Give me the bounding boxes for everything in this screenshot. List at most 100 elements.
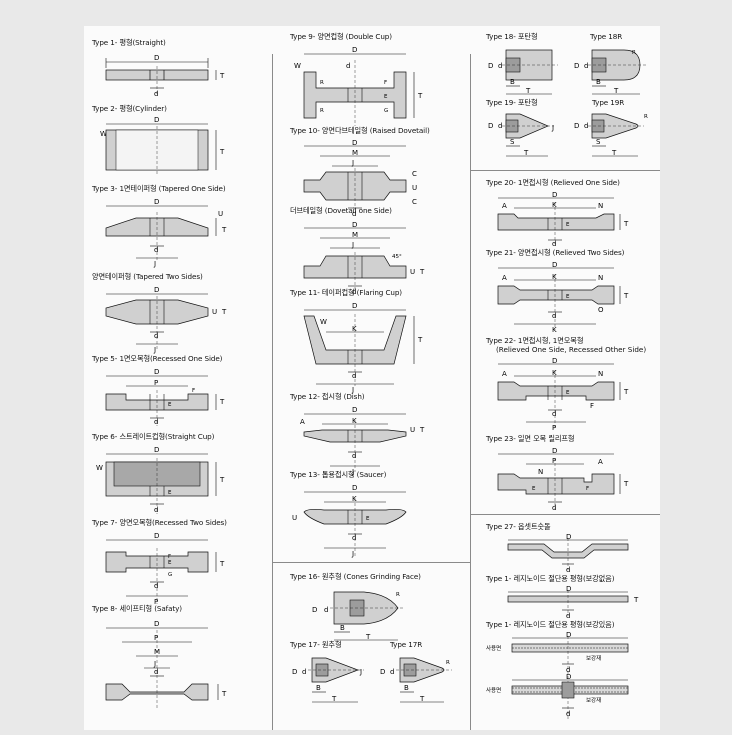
dim-label-T: T	[623, 388, 629, 396]
dim-label-W: W	[96, 464, 103, 472]
dim-label-A: A	[300, 418, 305, 426]
caption-type-7: Type 7- 양면오목형(Recessed Two Sides)	[92, 518, 227, 527]
drawing-type-13: D K U R E d J	[292, 484, 407, 558]
diagram-tapered-two-sides: 양면테이퍼형 (Tapered Two Sides) D d J U T	[92, 272, 270, 358]
dim-label-D: D	[154, 198, 159, 206]
dim-label-S: S	[510, 138, 515, 146]
diagram-type-11: Type 11- 테이퍼컵형 (Flaring Cup) D W K d J T	[290, 288, 468, 394]
dim-label-E: E	[168, 490, 172, 496]
drawing-type-22: D A K N E F T d P	[497, 357, 629, 432]
dim-label-N: N	[598, 370, 603, 378]
note-reinforce-1: 보강재	[586, 654, 601, 662]
caption-type-1-cutoff-reinforced: Type 1- 레지노이드 절단용 평형(보강있음)	[486, 620, 615, 629]
dim-label-S: S	[596, 138, 601, 146]
dim-label-R: R	[396, 592, 400, 598]
caption-type-19: Type 19- 포탄형	[486, 98, 538, 107]
dim-label-A: A	[598, 458, 603, 466]
dim-label-T: T	[623, 292, 629, 300]
dim-label-K: K	[352, 495, 357, 503]
dim-label-D: D	[154, 368, 159, 376]
dim-label-d: d	[154, 332, 158, 340]
dim-label-R: R	[632, 50, 636, 56]
drawing-type-27: D d	[507, 533, 629, 574]
dim-label-E: E	[566, 222, 570, 228]
caption-type-21: Type 21- 양면접시형 (Relieved Two Sides)	[486, 248, 625, 257]
dim-label-d: d	[154, 582, 158, 590]
dim-label-N: N	[598, 274, 603, 282]
drawing-type-6: D W E d T	[96, 446, 225, 514]
dim-label-D: D	[552, 447, 557, 455]
dim-label-U: U	[218, 210, 223, 218]
caption-type-11: Type 11- 테이퍼컵형 (Flaring Cup)	[290, 288, 402, 297]
drawing-type-5: D P E F d T	[105, 368, 225, 426]
dim-label-D: D	[352, 46, 357, 54]
dim-label-J: J	[551, 124, 554, 132]
dim-label-T: T	[219, 560, 225, 568]
dim-label-D: D	[574, 122, 579, 130]
dim-label-T: T	[611, 149, 617, 157]
dim-label-U: U	[410, 268, 415, 276]
dim-label-E: E	[532, 486, 536, 492]
dim-label-D: D	[488, 62, 493, 70]
diagram-type-1-cutoff-plain: Type 1- 레지노이드 절단용 평형(보강없음) D d T	[486, 574, 658, 620]
dim-label-d: d	[352, 372, 356, 380]
dim-label-T: T	[525, 87, 531, 95]
dim-label-T: T	[221, 690, 227, 698]
dim-label-T: T	[221, 308, 227, 316]
dim-label-B: B	[316, 684, 321, 692]
dim-label-J: J	[351, 386, 354, 394]
dim-label-F: F	[168, 554, 171, 560]
diagram-type-19: Type 19- 포탄형 D d J S T	[486, 98, 572, 170]
drawing-type-21: D A K N E O T d K	[497, 261, 629, 334]
caption-type-16: Type 16- 원추형 (Cones Grinding Face)	[290, 572, 421, 581]
dim-label-J: J	[351, 241, 354, 249]
diagram-type-3: Type 3- 1면테이퍼형 (Tapered One Side) D d J …	[92, 184, 270, 270]
dim-label-D: D	[352, 302, 357, 310]
dim-label-W: W	[294, 62, 301, 70]
dim-label-T: T	[419, 695, 425, 703]
dim-label-R: R	[644, 114, 648, 120]
dim-label-U: U	[212, 308, 217, 316]
caption-type-17R: Type 17R	[390, 640, 423, 649]
drawing-type-1-cutoff-plain: D d T	[507, 585, 639, 620]
dim-label-d: d	[498, 62, 502, 70]
dim-label-D: D	[566, 533, 571, 541]
diagram-type-18: Type 18- 포탄형 D d B T	[486, 32, 572, 98]
drawing-type-1: D d T	[105, 54, 225, 98]
drawing-type-23: D P A N R E F T d	[497, 447, 629, 512]
dim-label-T: T	[221, 226, 227, 234]
diagram-type-21: Type 21- 양면접시형 (Relieved Two Sides) D A …	[486, 248, 658, 334]
drawing-type-11: D W K d J T	[303, 302, 423, 394]
dim-label-U: U	[412, 184, 417, 192]
diagram-type-17: Type 17- 원추형 D d J B T	[290, 640, 382, 714]
caption-type-18R: Type 18R	[590, 32, 623, 41]
drawing-type-1-cutoff-reinforced: D 사용면 보강재 d D 사용면 보강재 d	[486, 631, 629, 720]
dim-label-T: T	[613, 87, 619, 95]
diagram-type-22: Type 22- 1면접시형, 1면오목형 (Relieved One Side…	[486, 336, 658, 432]
diagram-type-8: Type 8- 세이프티형 (Safaty) D P M J d T	[92, 604, 270, 714]
drawing-type-19R: D d R S T	[574, 113, 648, 157]
dim-label-d: d	[352, 452, 356, 460]
dim-label-M: M	[352, 149, 358, 157]
caption-type-1-cutoff-plain: Type 1- 레지노이드 절단용 평형(보강없음)	[486, 574, 615, 583]
diagram-type-13: Type 13- 톱용접시형 (Saucer) D K U R E d J	[290, 470, 468, 562]
dim-label-d: d	[566, 566, 570, 574]
caption-type-18: Type 18- 포탄형	[486, 32, 538, 41]
dim-label-B: B	[596, 78, 601, 86]
dim-label-T: T	[365, 633, 371, 641]
drawing-dovetail-one-side: D M J 45° U T d	[303, 221, 425, 296]
dim-label-D: D	[154, 286, 159, 294]
dim-label-D: D	[380, 668, 385, 676]
dim-label-d: d	[324, 606, 328, 614]
dim-label-T: T	[623, 480, 629, 488]
column-divider-2	[470, 54, 471, 730]
caption-type-22: Type 22- 1면접시형, 1면오목형	[486, 336, 584, 345]
caption-tapered-two-sides: 양면테이퍼형 (Tapered Two Sides)	[92, 272, 203, 281]
caption-type-9: Type 9- 양면컵형 (Double Cup)	[290, 32, 392, 41]
caption-type-5: Type 5- 1면오목형(Recessed One Side)	[92, 354, 223, 363]
caption-type-17: Type 17- 원추형	[290, 640, 342, 649]
dim-label-D: D	[488, 122, 493, 130]
dim-label-N: N	[598, 202, 603, 210]
dim-label-F: F	[384, 80, 387, 86]
dim-label-E: E	[566, 390, 570, 396]
